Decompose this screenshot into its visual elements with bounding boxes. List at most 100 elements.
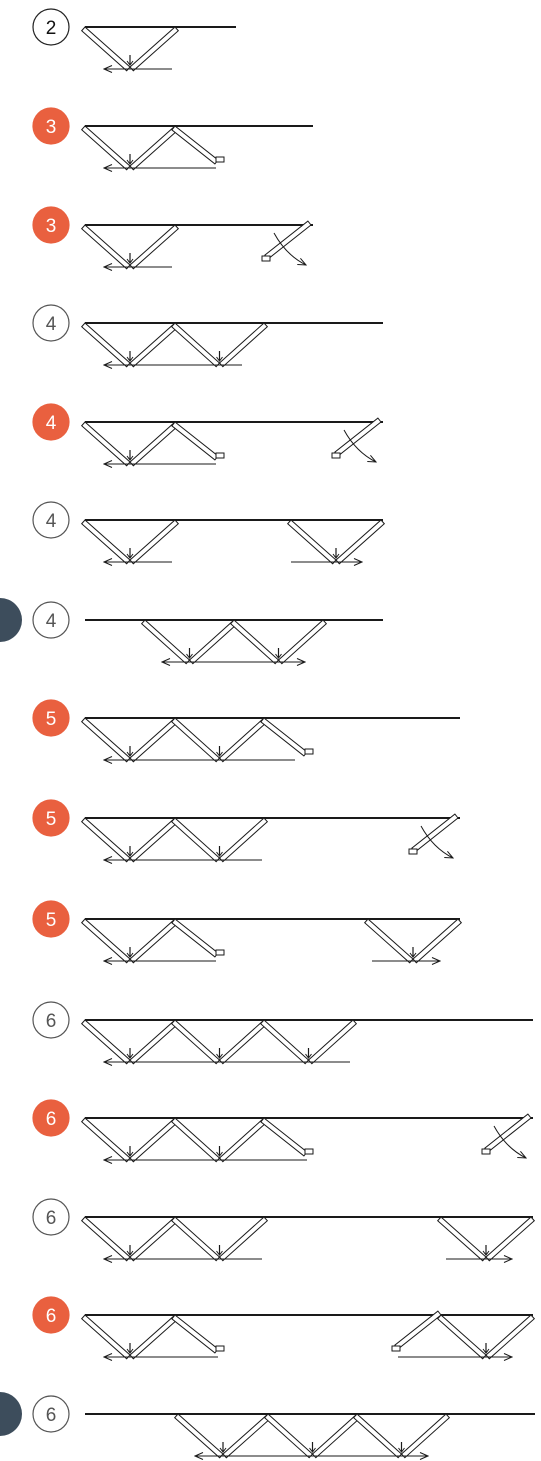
badge-circle (32, 1198, 70, 1236)
badge-circle (32, 799, 70, 837)
door-panel (436, 1314, 487, 1360)
door-panel (170, 1019, 221, 1065)
door-panel (229, 619, 280, 665)
door-panel (80, 918, 131, 964)
door-panel (260, 1117, 308, 1157)
door-panel (170, 817, 221, 863)
panel-count-badge: 5 (32, 799, 70, 837)
badge-circle (32, 699, 70, 737)
door-panel (412, 918, 463, 964)
hinge-arrow-icon (216, 1151, 223, 1157)
door-panel (129, 717, 180, 763)
handle-icon (408, 848, 418, 855)
door-panel (80, 817, 131, 863)
door-panel (436, 1216, 487, 1262)
door-panel (260, 717, 308, 757)
panel-count-badge: 4 (32, 304, 70, 342)
door-panel (218, 1117, 269, 1163)
marker-tab (0, 1392, 22, 1436)
hinge-arrow-icon (126, 851, 134, 857)
door-panel (171, 918, 219, 958)
handle-icon (215, 156, 225, 163)
configuration-row: 6 (32, 1296, 536, 1360)
configuration-row: 6 (32, 1198, 536, 1262)
door-panel (171, 421, 219, 461)
door-panel (188, 619, 239, 665)
configuration-row: 6 (0, 1392, 535, 1458)
hinge-arrow-icon (126, 751, 134, 757)
handle-icon (304, 1148, 314, 1155)
badge-circle (32, 1296, 70, 1334)
door-panel (170, 1117, 221, 1163)
door-panel (80, 26, 131, 72)
swing-arrow-icon (493, 1125, 526, 1158)
door-panel (80, 1019, 131, 1065)
hinge-arrow-icon (275, 653, 282, 659)
hinge-arrow-icon (186, 653, 193, 659)
door-panel (80, 224, 131, 270)
badge-count-label: 4 (46, 314, 57, 335)
handle-icon (215, 1345, 225, 1352)
hinge-arrow-icon (216, 356, 223, 362)
badge-circle (32, 206, 70, 244)
swing-arrow-icon (343, 429, 376, 462)
door-panel (222, 1413, 273, 1459)
door-panel (400, 1413, 451, 1459)
door-panel (129, 519, 180, 565)
hinge-arrow-icon (219, 1447, 227, 1453)
door-panel (218, 1019, 269, 1065)
door-panel (485, 1216, 536, 1262)
hinge-arrow-icon (126, 1053, 134, 1059)
door-panel (173, 1413, 224, 1459)
configuration-row: 6 (32, 1001, 533, 1065)
door-panel (129, 26, 180, 72)
door-panel (170, 1216, 221, 1262)
door-panel (129, 322, 180, 368)
hinge-arrow-icon (216, 751, 223, 757)
badge-circle (32, 1001, 70, 1039)
handle-icon (304, 748, 314, 755)
handle-icon (481, 1148, 491, 1155)
badge-count-label: 5 (46, 709, 57, 730)
badge-circle (32, 1395, 70, 1433)
door-panel (263, 1413, 314, 1459)
configuration-row: 4 (32, 304, 383, 368)
configuration-row: 5 (32, 900, 463, 964)
door-panel (311, 1413, 362, 1459)
badge-count-label: 6 (46, 1306, 57, 1327)
panel-count-badge: 6 (32, 1395, 70, 1433)
door-panel (129, 918, 180, 964)
hinge-arrow-icon (126, 553, 134, 559)
panel-count-badge: 3 (32, 107, 70, 145)
badge-count-label: 3 (46, 117, 57, 138)
panel-count-badge: 6 (32, 1198, 70, 1236)
badge-count-label: 4 (46, 611, 57, 632)
badge-circle (32, 900, 70, 938)
door-panel (129, 1019, 180, 1065)
door-panel (218, 817, 269, 863)
badge-circle (32, 107, 70, 145)
configuration-row: 6 (32, 1099, 533, 1163)
panel-count-badge: 5 (32, 900, 70, 938)
badge-circle (32, 403, 70, 441)
hinge-arrow-icon (126, 1348, 134, 1354)
badge-count-label: 6 (46, 1208, 57, 1229)
hinge-arrow-icon (409, 952, 417, 958)
door-panel (411, 813, 459, 853)
panel-count-badge: 4 (32, 403, 70, 441)
badge-count-label: 4 (46, 511, 57, 532)
door-panel (352, 1413, 403, 1459)
panel-count-badge: 2 (32, 8, 70, 46)
door-panel (218, 322, 269, 368)
panel-count-badge: 6 (32, 1001, 70, 1039)
panel-count-badge: 6 (32, 1099, 70, 1137)
door-panel (80, 1117, 131, 1163)
configuration-row: 4 (32, 501, 386, 565)
door-panel (129, 1314, 180, 1360)
configuration-row: 5 (32, 699, 460, 763)
hinge-arrow-icon (126, 952, 134, 958)
badge-circle (32, 1099, 70, 1137)
door-panel (80, 125, 131, 171)
badge-count-label: 6 (46, 1011, 57, 1032)
